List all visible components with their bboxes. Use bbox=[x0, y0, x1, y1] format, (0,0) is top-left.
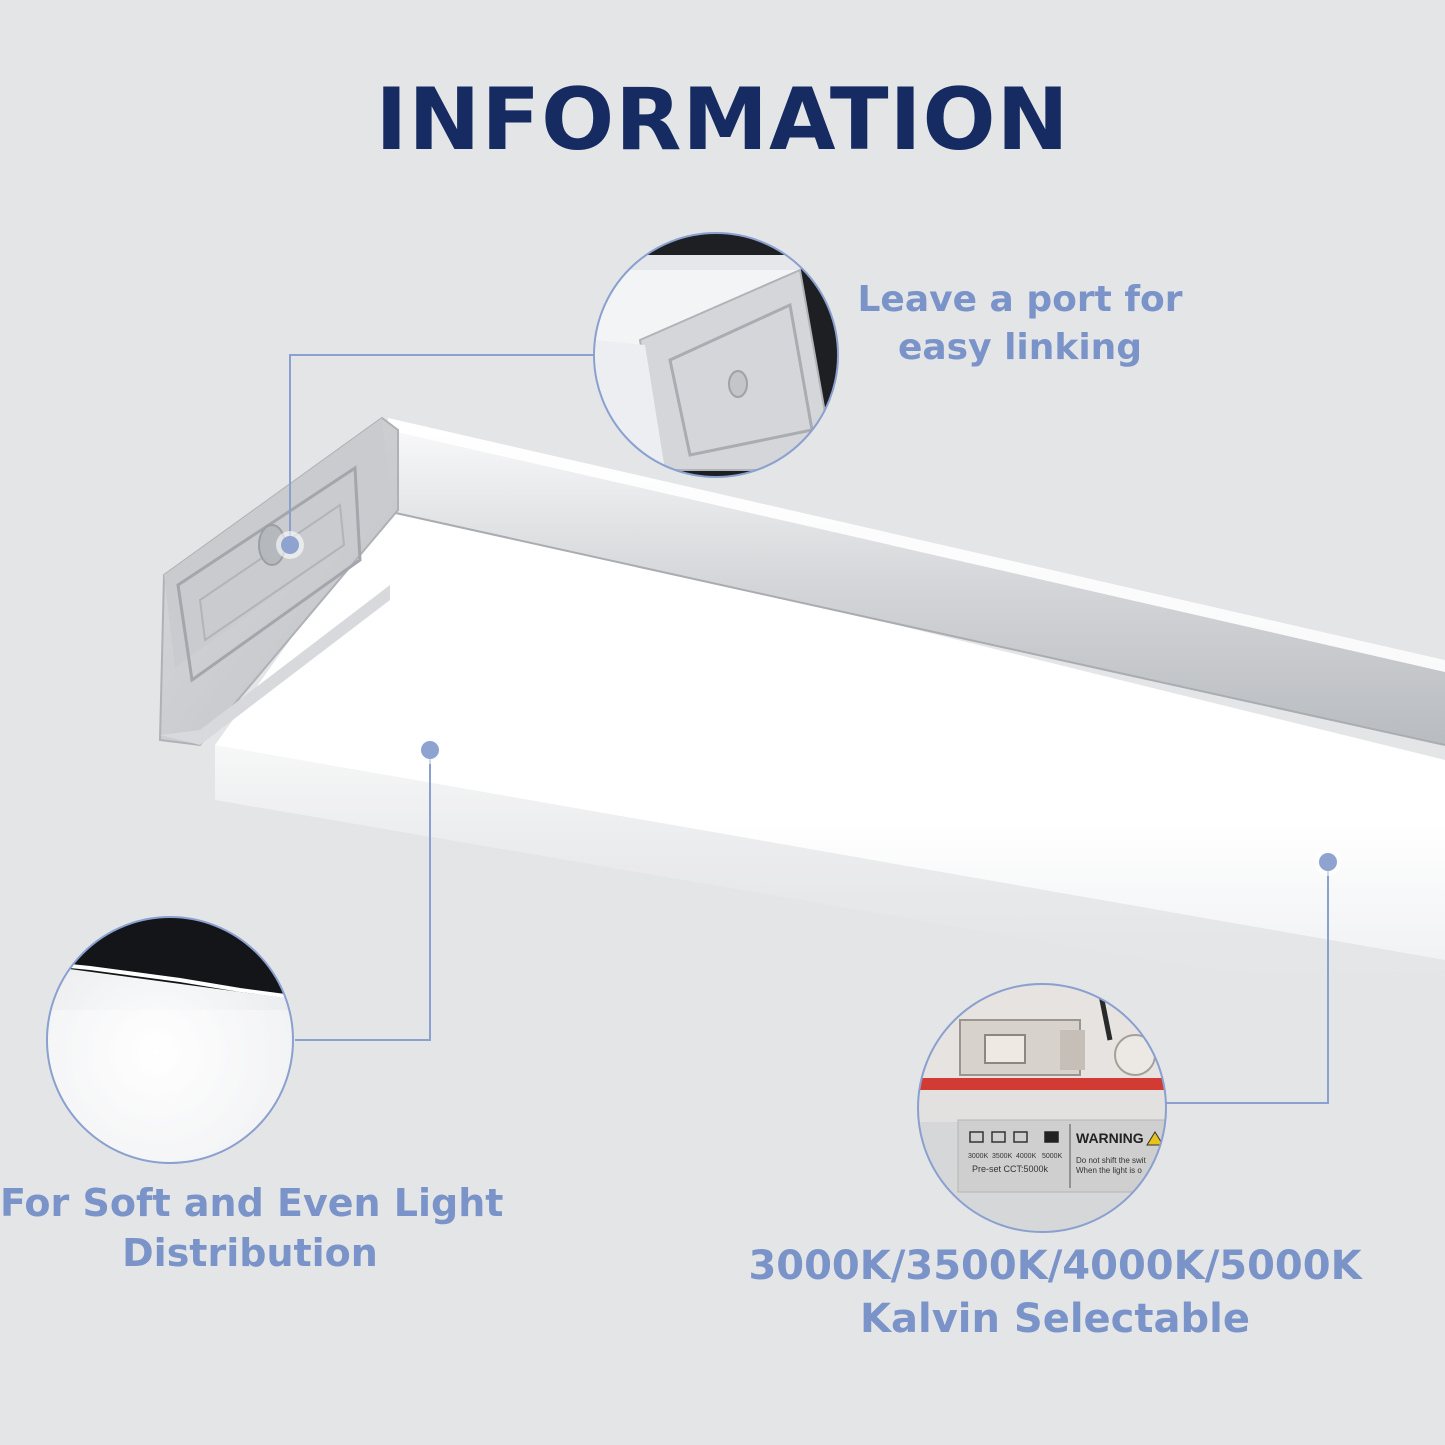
switch-temp-4: 5000K bbox=[1042, 1153, 1063, 1160]
circle-dot-icon bbox=[1314, 848, 1342, 876]
light-spill bbox=[215, 745, 1445, 1010]
cct-callout-line1: 3000K/3500K/4000K/5000K bbox=[748, 1243, 1362, 1289]
switch-temp-2: 3500K bbox=[992, 1153, 1013, 1160]
soft-light-callout-line1: For Soft and Even Light bbox=[0, 1181, 504, 1225]
port-callout: Leave a port for easy linking bbox=[840, 276, 1200, 371]
switch-note-1: Do not shift the swit bbox=[1076, 1156, 1147, 1165]
switch-warning-text: WARNING bbox=[1076, 1130, 1144, 1146]
port-callout-line2: easy linking bbox=[897, 326, 1143, 368]
switch-note-2: When the light is o bbox=[1076, 1166, 1142, 1175]
leader-lines bbox=[289, 354, 1329, 1104]
endcap-detail-circle bbox=[593, 232, 839, 478]
diffuser-detail-circle bbox=[46, 916, 294, 1164]
warning-triangle-icon bbox=[1146, 1131, 1164, 1146]
switch-temp-3: 4000K bbox=[1016, 1153, 1037, 1160]
soft-light-callout: For Soft and Even Light Distribution bbox=[0, 1178, 504, 1278]
page-title: INFORMATION bbox=[375, 70, 1070, 170]
port-callout-line1: Leave a port for bbox=[857, 279, 1183, 320]
cct-switch-detail-circle: 3000K 3500K 4000K 5000K Pre-set CCT:5000… bbox=[917, 983, 1167, 1233]
circle-dot-icon bbox=[276, 531, 304, 559]
light-fixture bbox=[158, 416, 1445, 960]
switch-temp-1: 3000K bbox=[968, 1153, 989, 1160]
soft-light-callout-line2: Distribution bbox=[122, 1231, 378, 1276]
cct-callout: 3000K/3500K/4000K/5000K Kalvin Selectabl… bbox=[740, 1240, 1370, 1346]
switch-preset-text: Pre-set CCT:5000k bbox=[972, 1164, 1049, 1174]
circle-dot-icon bbox=[416, 736, 444, 764]
cct-callout-line2: Kalvin Selectable bbox=[860, 1295, 1250, 1342]
